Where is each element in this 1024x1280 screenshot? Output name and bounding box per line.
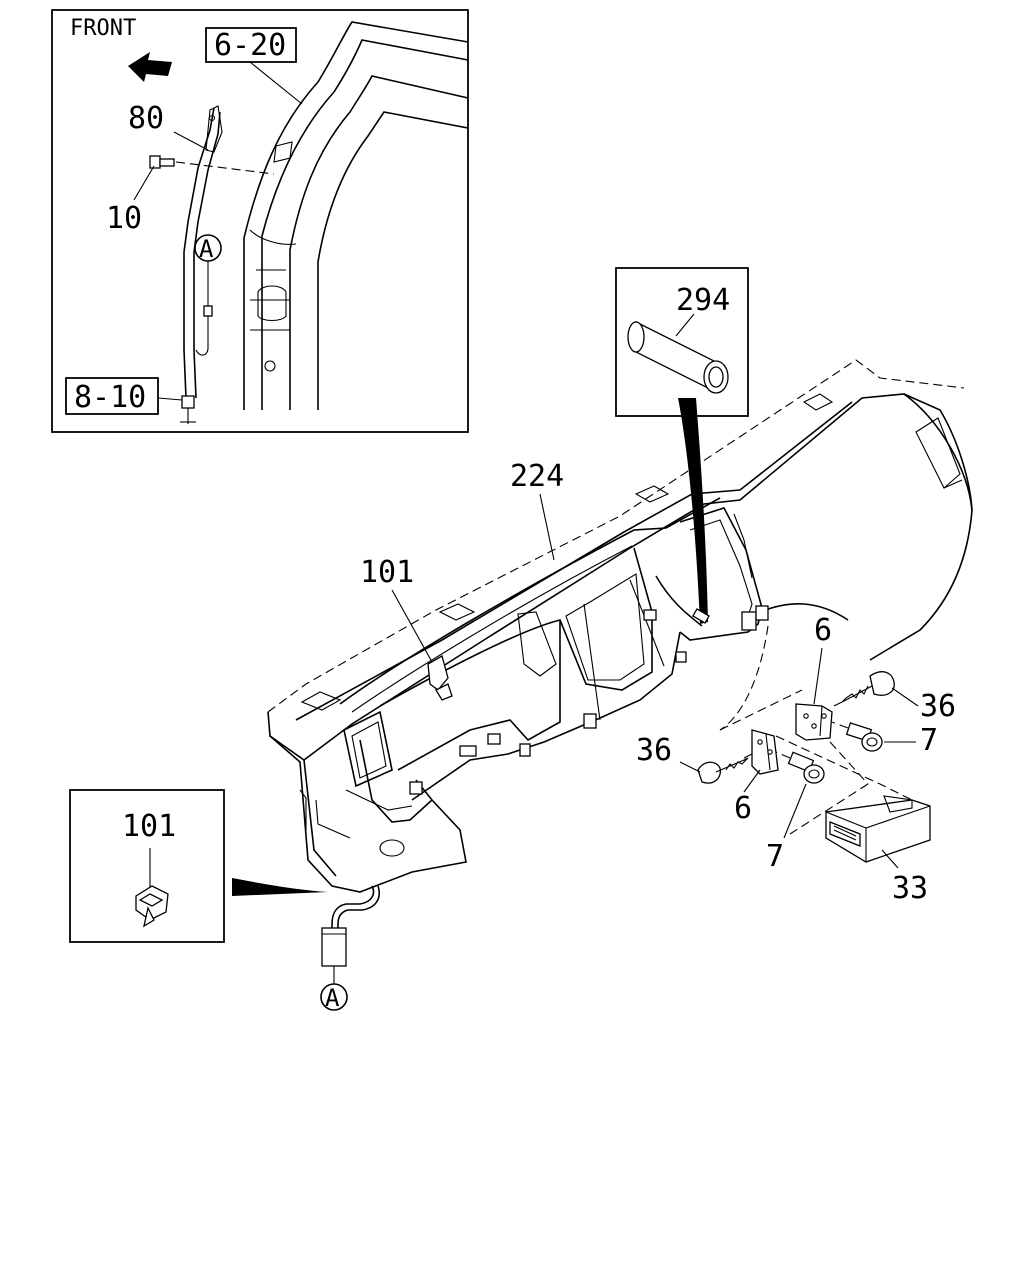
antenna-lead-a: A	[320, 885, 380, 1012]
callout-101-inset: 101	[122, 809, 176, 844]
callout-36-left: 36	[636, 733, 672, 768]
connector-a-label-bottom: A	[325, 984, 340, 1012]
ref-8-10-label: 8-10	[74, 380, 146, 415]
ref-6-20-label: 6-20	[214, 28, 286, 63]
callout-294: 294	[676, 283, 730, 318]
front-direction-label: FRONT	[70, 16, 136, 41]
inset-a-pillar-panel: FRONT 6-20	[51, 9, 469, 433]
bolt-7-right-icon	[845, 722, 883, 752]
ref-box-6-20	[205, 27, 297, 63]
bolt-10-icon	[149, 155, 175, 169]
ref-box-8-10	[65, 377, 159, 415]
tray-33-icon	[825, 795, 931, 863]
tray-hardware-group: 6 36 7 6	[636, 613, 956, 906]
screw-36-left-icon	[697, 757, 749, 784]
bolt-7-bottom-icon	[787, 751, 825, 784]
connector-a-marker-bottom	[320, 983, 348, 1011]
inset-294-sleeve: 294	[615, 267, 749, 624]
front-arrow-icon	[128, 52, 172, 82]
callout-101-main: 101	[360, 555, 414, 590]
callout-33: 33	[892, 871, 928, 906]
dashboard-panel-224: 224	[267, 359, 973, 893]
inset-101-clip: 101	[69, 789, 328, 943]
callout-10: 10	[106, 201, 142, 236]
connector-a-label-top: A	[199, 235, 214, 263]
callout-36-right: 36	[920, 689, 956, 724]
callout-80: 80	[128, 101, 164, 136]
bracket-6-top-icon	[795, 703, 833, 741]
callout-7-bottom: 7	[766, 839, 784, 874]
bracket-6-bottom-icon	[751, 729, 779, 775]
callout-6-bottom: 6	[734, 791, 752, 826]
callout-224: 224	[510, 459, 564, 494]
callout-7-right: 7	[920, 723, 938, 758]
screw-36-right-icon	[841, 671, 895, 703]
clip-101-on-dash: 101	[360, 555, 453, 701]
callout-6-top: 6	[814, 613, 832, 648]
